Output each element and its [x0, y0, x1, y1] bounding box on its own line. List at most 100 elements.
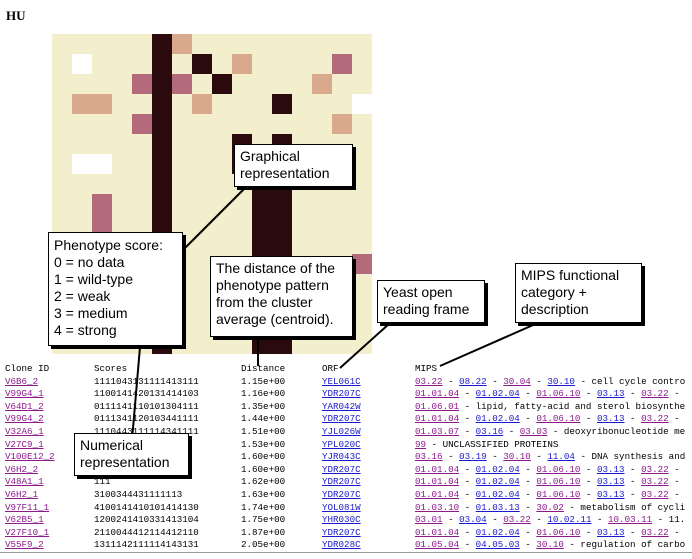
mips-category-link[interactable]: 03.22	[641, 463, 669, 475]
distance-cell: 1.16e+00	[241, 388, 286, 400]
orf-link[interactable]: YDR207C	[322, 476, 361, 488]
mips-category-link[interactable]: 03.03	[519, 426, 548, 437]
heatmap-cell	[272, 234, 292, 254]
heatmap-cell	[132, 194, 152, 214]
orf-link[interactable]: YDR207C	[322, 526, 361, 538]
heatmap-cell	[292, 214, 312, 234]
orf-link[interactable]: YEL061C	[322, 375, 361, 387]
mips-category-link[interactable]: 03.13	[596, 526, 625, 538]
footer-divider	[0, 552, 692, 553]
orf-link[interactable]: YAR042W	[322, 400, 361, 412]
mips-category-link[interactable]: 01.01.04	[415, 489, 460, 500]
mips-category-link[interactable]: 03.13	[596, 463, 625, 475]
mips-category-link[interactable]: 01.01.04	[415, 463, 460, 475]
orf-link[interactable]: YDR207C	[322, 413, 361, 425]
mips-category-link[interactable]: 01.03.10	[415, 501, 460, 513]
mips-category-link[interactable]: 10.03.11	[608, 514, 653, 526]
mips-category-link[interactable]: 03.22	[503, 514, 531, 526]
clone-id-link[interactable]: V27C9_1	[5, 438, 44, 450]
mips-category-link[interactable]: 01.01.04	[415, 413, 460, 425]
clone-id-link[interactable]: V62B5_1	[5, 514, 44, 526]
mips-category-link[interactable]: 03.13	[596, 489, 625, 500]
mips-category-link[interactable]: 01.02.04	[475, 388, 520, 400]
clone-id-link[interactable]: V32A6_1	[5, 426, 44, 437]
heatmap-cell	[152, 174, 172, 194]
mips-category-link[interactable]: 10.02.11	[547, 514, 592, 526]
clone-id-link[interactable]: V55F9_2	[5, 539, 44, 551]
mips-category-link[interactable]: 08.22	[459, 375, 487, 387]
mips-category-link[interactable]: 01.02.04	[475, 463, 520, 475]
heatmap-cell	[252, 34, 272, 54]
orf-link[interactable]: YDR207C	[322, 388, 361, 400]
mips-category-link[interactable]: 03.22	[641, 413, 669, 425]
mips-category-link[interactable]: 30.10	[536, 539, 564, 551]
clone-id-link[interactable]: V64D1_2	[5, 400, 44, 412]
mips-category-link[interactable]: 99	[415, 438, 427, 450]
heatmap-cell	[132, 214, 152, 234]
orf-link[interactable]: YDR207C	[322, 489, 361, 500]
mips-category-link[interactable]: 30.10	[547, 375, 575, 387]
mips-category-link[interactable]: 03.19	[459, 451, 487, 463]
clone-id-link[interactable]: V6H2_2	[5, 463, 39, 475]
mips-category-link[interactable]: 03.13	[596, 476, 625, 488]
mips-category-link[interactable]: 03.16	[415, 451, 443, 463]
heatmap-cell	[72, 174, 92, 194]
mips-category-link[interactable]: 01.06.10	[536, 388, 581, 400]
mips-text: -	[624, 388, 642, 400]
mips-category-link[interactable]: 01.06.10	[536, 413, 581, 425]
clone-id-link[interactable]: V27F10_1	[5, 526, 50, 538]
mips-category-link[interactable]: 01.02.04	[475, 526, 520, 538]
mips-text: -	[459, 489, 476, 500]
clone-id-link[interactable]: V6H2_1	[5, 489, 39, 500]
mips-category-link[interactable]: 01.03.13	[475, 501, 520, 513]
mips-category-link[interactable]: 03.01	[415, 514, 443, 526]
mips-category-link[interactable]: 01.01.04	[415, 476, 460, 488]
mips-category-link[interactable]: 01.05.04	[415, 539, 460, 551]
mips-category-link[interactable]: 03.22	[641, 489, 669, 500]
mips-category-link[interactable]: 30.02	[536, 501, 564, 513]
mips-category-link[interactable]: 03.22	[641, 476, 669, 488]
orf-link[interactable]: YHR030C	[322, 514, 361, 526]
distance-cell: 1.51e+00	[241, 426, 286, 437]
mips-category-link[interactable]: 01.06.10	[536, 526, 581, 538]
mips-category-link[interactable]: 01.06.10	[536, 489, 581, 500]
scores-cell: 2110044412114412110	[94, 526, 199, 538]
mips-category-link[interactable]: 03.22	[641, 526, 669, 538]
clone-id-link[interactable]: V6B6_2	[5, 375, 39, 387]
clone-id-link[interactable]: V100E12_2	[5, 451, 55, 463]
mips-category-link[interactable]: 01.06.10	[536, 463, 581, 475]
mips-category-link[interactable]: 01.02.04	[475, 413, 520, 425]
mips-category-link[interactable]: 01.02.04	[475, 489, 520, 500]
mips-category-link[interactable]: 01.01.04	[415, 388, 460, 400]
mips-category-link[interactable]: 01.03.07	[415, 426, 460, 437]
clone-id-link[interactable]: V48A1_1	[5, 476, 44, 488]
clone-id-link[interactable]: V99G4_1	[5, 388, 44, 400]
orf-link[interactable]: YJR043C	[322, 451, 361, 463]
mips-category-link[interactable]: 03.04	[459, 514, 487, 526]
mips-category-link[interactable]: 01.06.10	[536, 476, 581, 488]
mips-category-link[interactable]: 03.13	[596, 388, 625, 400]
mips-category-link[interactable]: 01.01.04	[415, 526, 460, 538]
orf-link[interactable]: YPL020C	[322, 438, 361, 450]
orf-link[interactable]: YJL026W	[322, 426, 361, 437]
mips-category-link[interactable]: 04.05.03	[475, 539, 520, 551]
mips-category-link[interactable]: 30.04	[503, 375, 531, 387]
mips-category-link[interactable]: 03.16	[475, 426, 504, 437]
clone-id-link[interactable]: V99G4_2	[5, 413, 44, 425]
orf-link[interactable]: YDR207C	[322, 463, 361, 475]
orf-link[interactable]: YDR028C	[322, 539, 361, 551]
heatmap-cell	[212, 34, 232, 54]
heatmap-cell	[52, 34, 72, 54]
mips-category-link[interactable]: 30.10	[503, 451, 531, 463]
mips-text: - UNCLASSIFIED PROTEINS	[426, 438, 559, 450]
mips-category-link[interactable]: 01.06.01	[415, 400, 460, 412]
callout-line: category +	[521, 284, 587, 300]
heatmap-cell	[352, 294, 372, 314]
mips-category-link[interactable]: 11.04	[547, 451, 575, 463]
mips-category-link[interactable]: 03.22	[641, 388, 669, 400]
clone-id-link[interactable]: V97F11_1	[5, 501, 50, 513]
mips-category-link[interactable]: 01.02.04	[475, 476, 520, 488]
mips-category-link[interactable]: 03.22	[415, 375, 443, 387]
orf-link[interactable]: YOL081W	[322, 501, 361, 513]
mips-category-link[interactable]: 03.13	[596, 413, 625, 425]
